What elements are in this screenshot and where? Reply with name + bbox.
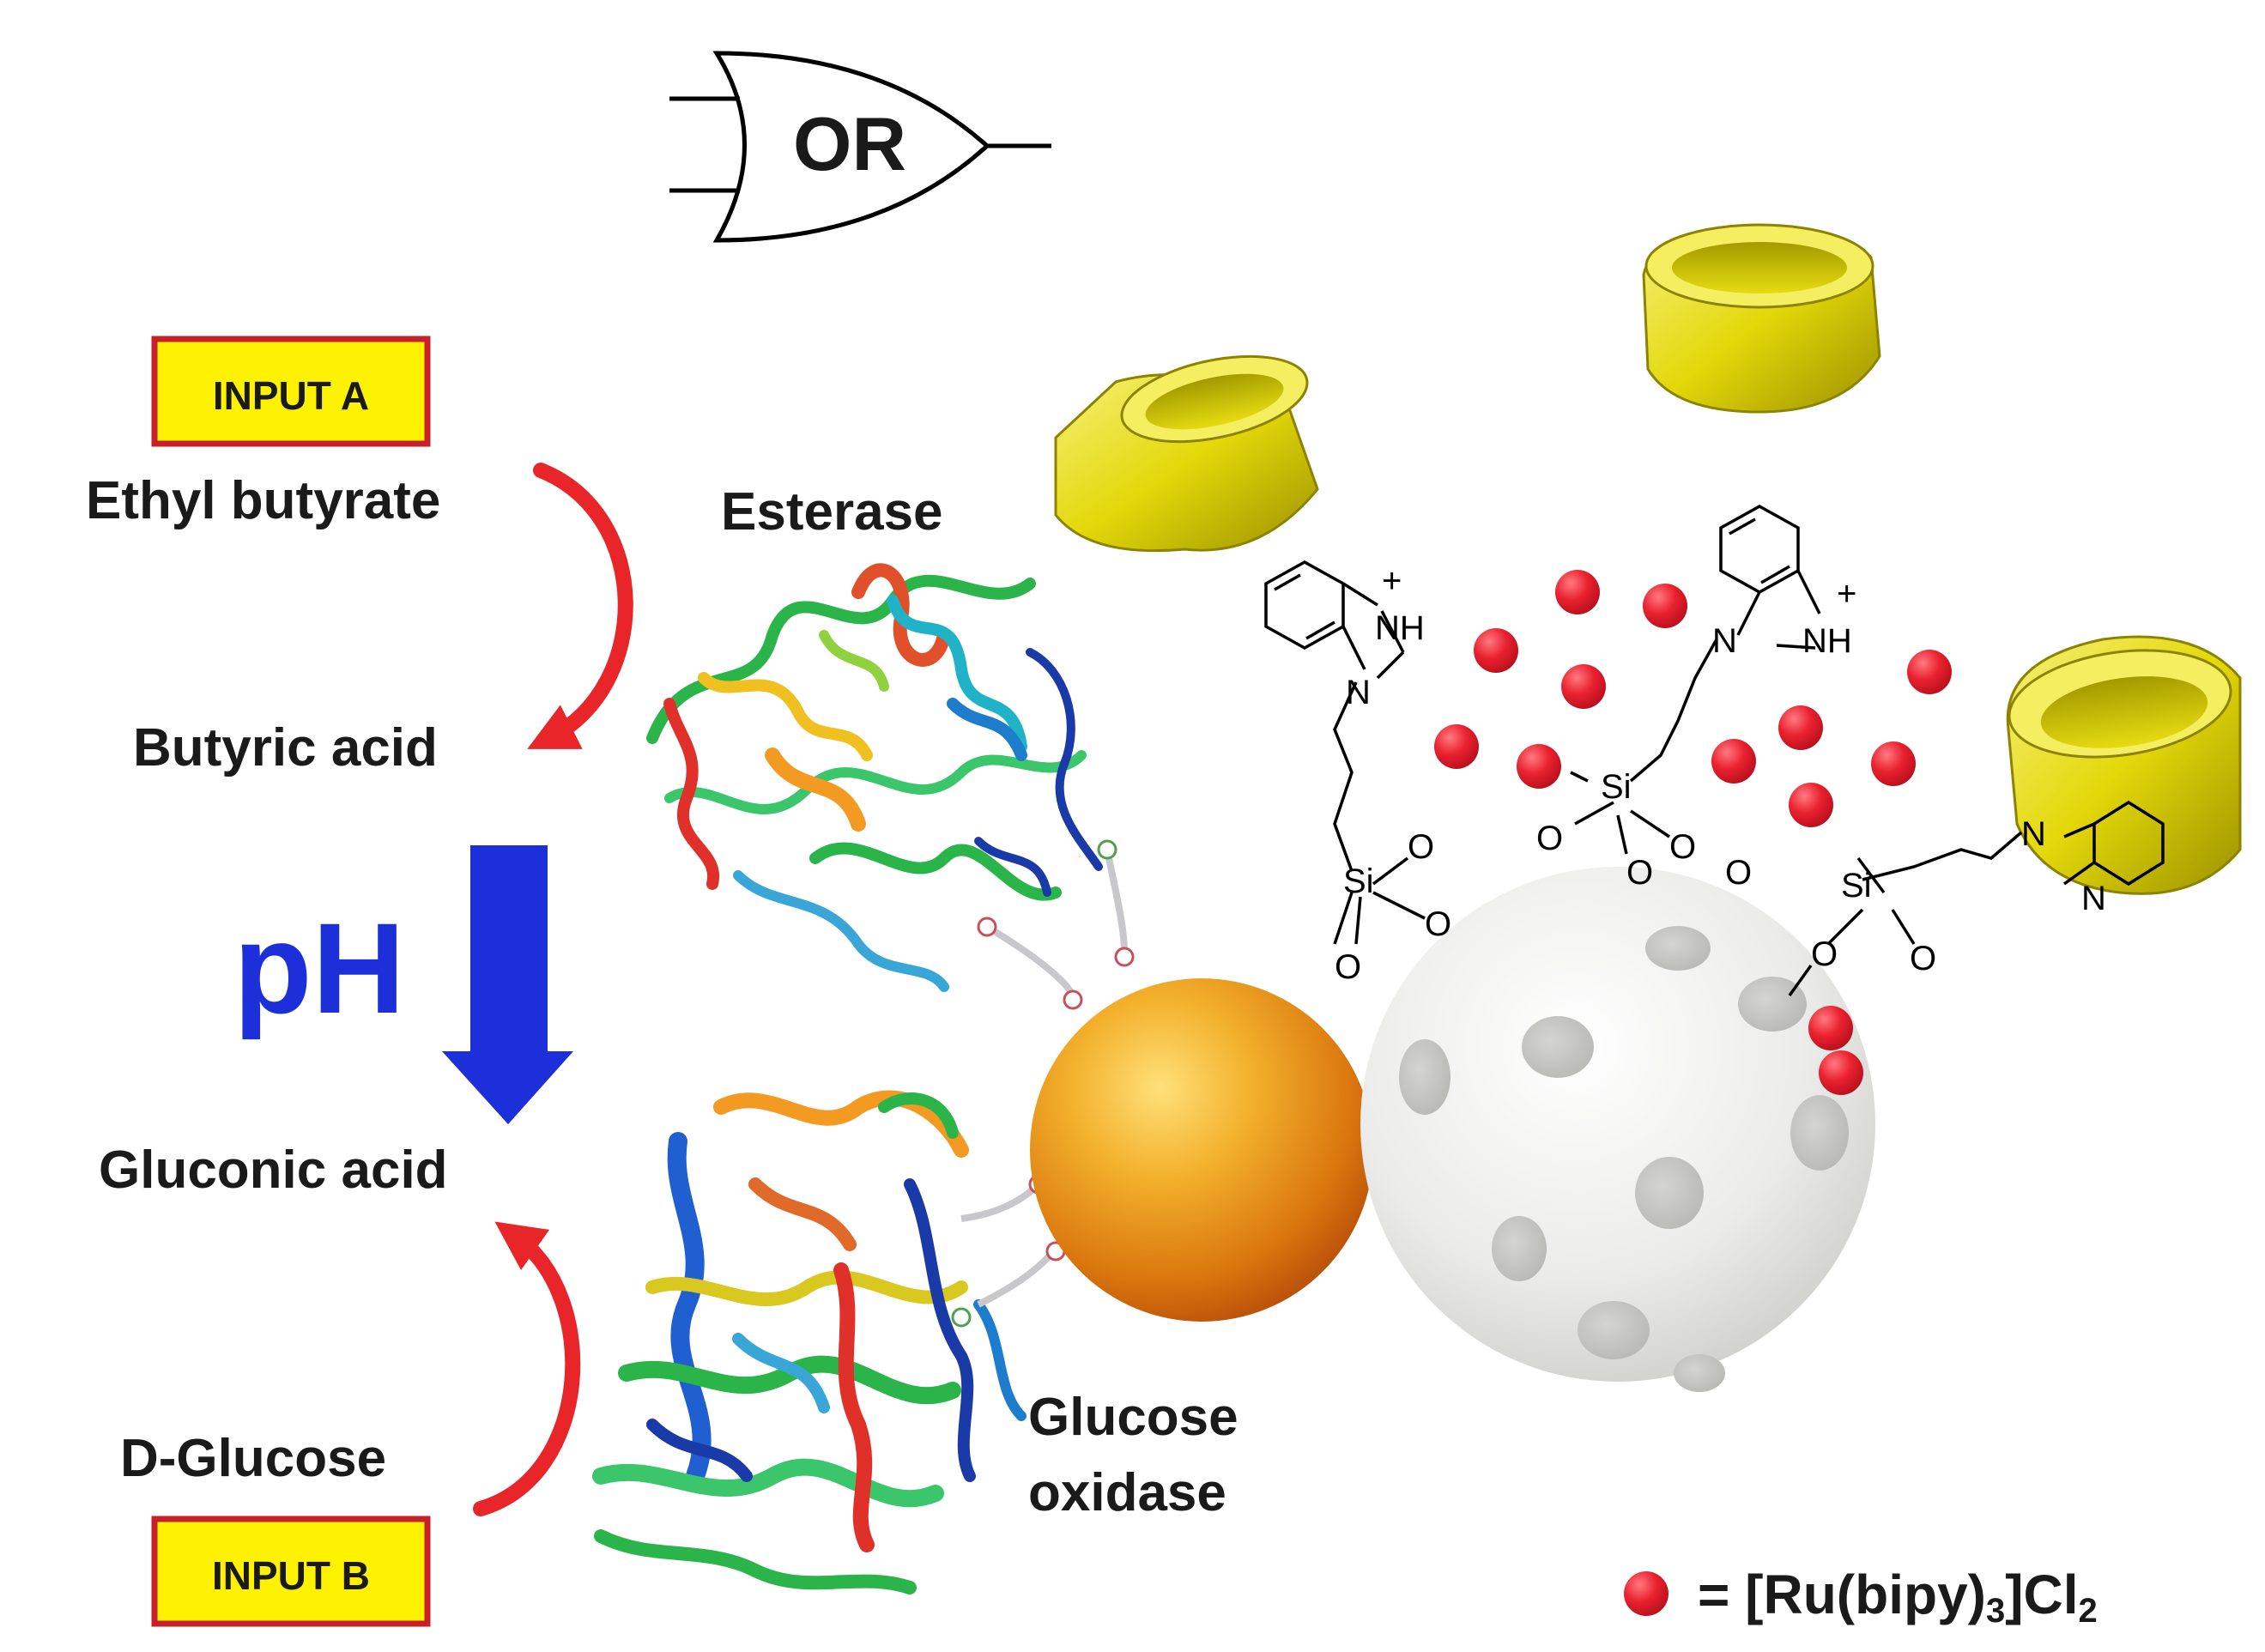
benzimidazole-linker-right xyxy=(1788,800,2165,997)
legend-sub3: 3 xyxy=(1986,1592,2005,1630)
mesoporous-silica-sphere xyxy=(1360,867,1875,1392)
cyclodextrin-ring-2 xyxy=(1642,223,1881,414)
cyclodextrin-ring-3 xyxy=(2006,635,2242,895)
legend: = [Ru(bipy)3]Cl2 xyxy=(1624,1564,2098,1630)
legend-sub2: 2 xyxy=(2079,1592,2098,1630)
ruthenium-dye-dots xyxy=(1434,570,1952,1095)
gluconic-acid-label: Gluconic acid xyxy=(99,1141,448,1200)
atom-o-middle-2: O xyxy=(1669,828,1696,866)
esterase-protein-ribbon xyxy=(646,563,1103,992)
esterase-label: Esterase xyxy=(721,482,943,542)
legend-label: = [Ru(bipy)3]Cl2 xyxy=(1698,1564,2098,1630)
ph-down-arrow xyxy=(442,845,573,1124)
atom-n-right-2: N xyxy=(2081,880,2106,917)
ethyl-butyrate-label: Ethyl butyrate xyxy=(86,471,440,530)
reaction-arrow-a xyxy=(527,463,633,749)
reaction-arrow-b xyxy=(473,1221,581,1516)
glucose-oxidase-label-line2: oxidase xyxy=(1028,1463,1226,1522)
atom-n-left: N xyxy=(1346,674,1371,711)
legend-prefix: = [Ru(bipy) xyxy=(1698,1564,1986,1625)
benzimidazole-linker-left-atoms: N NH + Si O O O xyxy=(1335,562,1451,986)
or-gate-symbol: OR xyxy=(669,51,1051,243)
atom-si-left: Si xyxy=(1343,862,1374,900)
cyclodextrin-ring-1 xyxy=(1054,354,1319,553)
atom-n-middle: N xyxy=(1712,622,1737,660)
gold-nanoparticle xyxy=(1030,978,1373,1322)
atom-si-middle: Si xyxy=(1601,768,1632,806)
atom-o-left-2: O xyxy=(1425,905,1451,943)
input-b-box: INPUT B xyxy=(151,1516,431,1627)
atom-plus-left: + xyxy=(1382,562,1402,600)
atom-o-left-3: O xyxy=(1335,948,1361,986)
atom-o-right-1: O xyxy=(1725,854,1752,892)
atom-o-right-3: O xyxy=(1910,940,1936,977)
legend-mid: ]Cl xyxy=(2005,1564,2078,1625)
benzimidazole-linker-left xyxy=(1264,560,1426,945)
atom-si-right: Si xyxy=(1841,867,1872,905)
benzimidazole-linker-middle xyxy=(1570,504,1821,855)
atom-o-middle-3: O xyxy=(1626,854,1653,892)
glucose-oxidase-label-line1: Glucose xyxy=(1028,1388,1238,1447)
d-glucose-label: D-Glucose xyxy=(120,1429,386,1488)
atom-o-right-2: O xyxy=(1811,935,1838,973)
or-gate-body xyxy=(712,51,990,243)
atom-plus-middle: + xyxy=(1837,575,1856,613)
atom-nh-middle: NH xyxy=(1802,622,1852,660)
input-a-label: INPUT A xyxy=(213,373,369,418)
or-gate-label: OR xyxy=(793,101,906,186)
benzimidazole-linker-right-atoms: Si O O O N N xyxy=(1725,815,2106,977)
butyric-acid-label: Butyric acid xyxy=(133,718,438,778)
glucose-oxidase-protein-ribbon xyxy=(592,1090,1027,1595)
ph-label: pH xyxy=(233,896,405,1040)
legend-dye-dot xyxy=(1624,1571,1668,1616)
atom-o-left-1: O xyxy=(1408,828,1434,866)
input-b-label: INPUT B xyxy=(212,1553,370,1598)
benzimidazole-linker-middle-atoms: N NH + Si O O O xyxy=(1536,575,1856,892)
atom-nh-left: NH xyxy=(1375,609,1425,647)
atom-o-middle-1: O xyxy=(1536,820,1563,857)
input-a-box: INPUT A xyxy=(151,336,431,447)
atom-n-right: N xyxy=(2021,815,2046,853)
